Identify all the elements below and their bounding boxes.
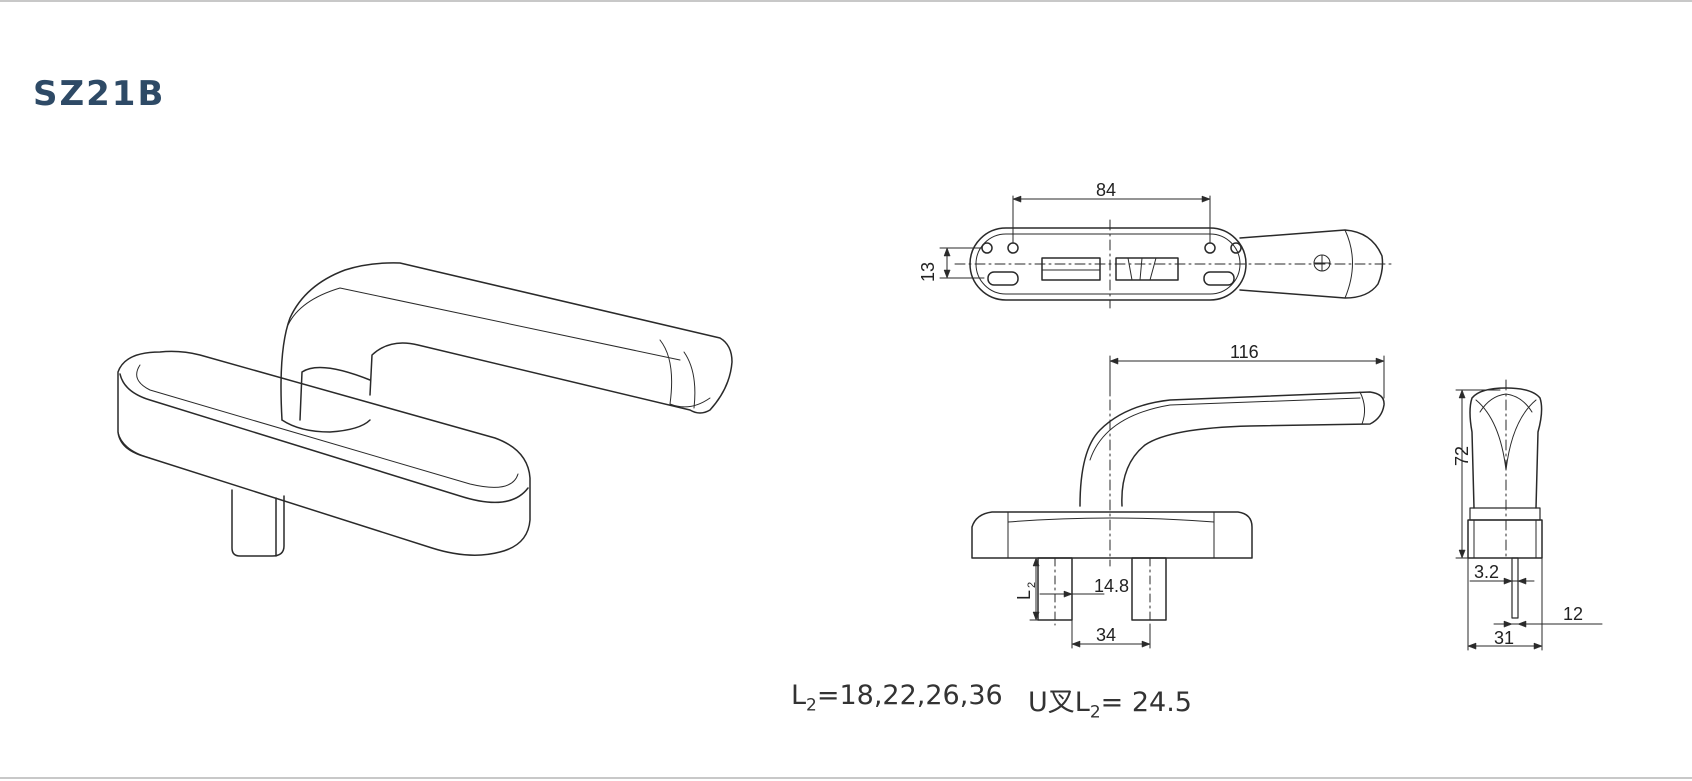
top-slot-right	[1203, 271, 1235, 286]
bottom-rule	[0, 777, 1692, 779]
side-base	[1467, 519, 1543, 559]
iso-base-plate	[117, 350, 531, 556]
top-hole-right-outer	[1230, 242, 1242, 254]
isometric-view	[117, 262, 733, 557]
dim-top-width: 84	[1096, 180, 1116, 200]
iso-spindle	[231, 489, 285, 557]
top-mechanism-left	[1041, 257, 1101, 281]
dim-front-spindle-label: L	[1014, 590, 1034, 600]
top-view	[939, 195, 1396, 309]
u-fork-length-note: U叉L2= 24.5	[1028, 680, 1192, 722]
dim-front-spindle-spacing: 34	[1096, 625, 1116, 645]
top-lever	[1239, 229, 1384, 299]
front-handle	[1079, 391, 1385, 507]
u-fork-prefix: U叉L	[1028, 687, 1090, 718]
spindle-lengths-prefix: L	[791, 680, 807, 711]
top-hole-left-inner	[1007, 242, 1019, 254]
dim-front-spindle-label-sub: 2	[1026, 582, 1038, 588]
spindle-lengths-sub: 2	[806, 695, 817, 716]
front-base	[971, 511, 1253, 559]
side-collar	[1469, 507, 1541, 521]
u-fork-sub: 2	[1089, 702, 1101, 723]
side-spindle	[1511, 557, 1519, 619]
dim-side-offset: 3.2	[1474, 562, 1499, 582]
u-fork-value: = 24.5	[1100, 687, 1192, 718]
dim-side-height: 72	[1452, 446, 1472, 466]
iso-handle-neck	[280, 262, 733, 421]
spindle-lengths-values: =18,22,26,36	[816, 680, 1003, 711]
dim-front-spindle-center: 14.8	[1094, 576, 1129, 596]
front-spindle-right	[1131, 557, 1167, 621]
dim-top-height: 13	[918, 262, 938, 282]
top-slot-left	[987, 271, 1019, 286]
dim-front-length: 116	[1230, 342, 1259, 362]
side-view	[1455, 379, 1603, 651]
dim-front-spindle-length: L 2	[1014, 582, 1038, 600]
top-mechanism-right	[1115, 257, 1179, 281]
spindle-lengths-note: L2=18,22,26,36	[791, 680, 1003, 715]
top-rule	[0, 0, 1692, 2]
dim-side-spindle: 12	[1563, 604, 1583, 624]
dim-side-base: 31	[1494, 628, 1514, 648]
top-hole-left-outer	[981, 242, 993, 254]
model-title: SZ21B	[33, 74, 166, 114]
top-hole-right-inner	[1204, 242, 1216, 254]
front-view	[971, 355, 1385, 649]
